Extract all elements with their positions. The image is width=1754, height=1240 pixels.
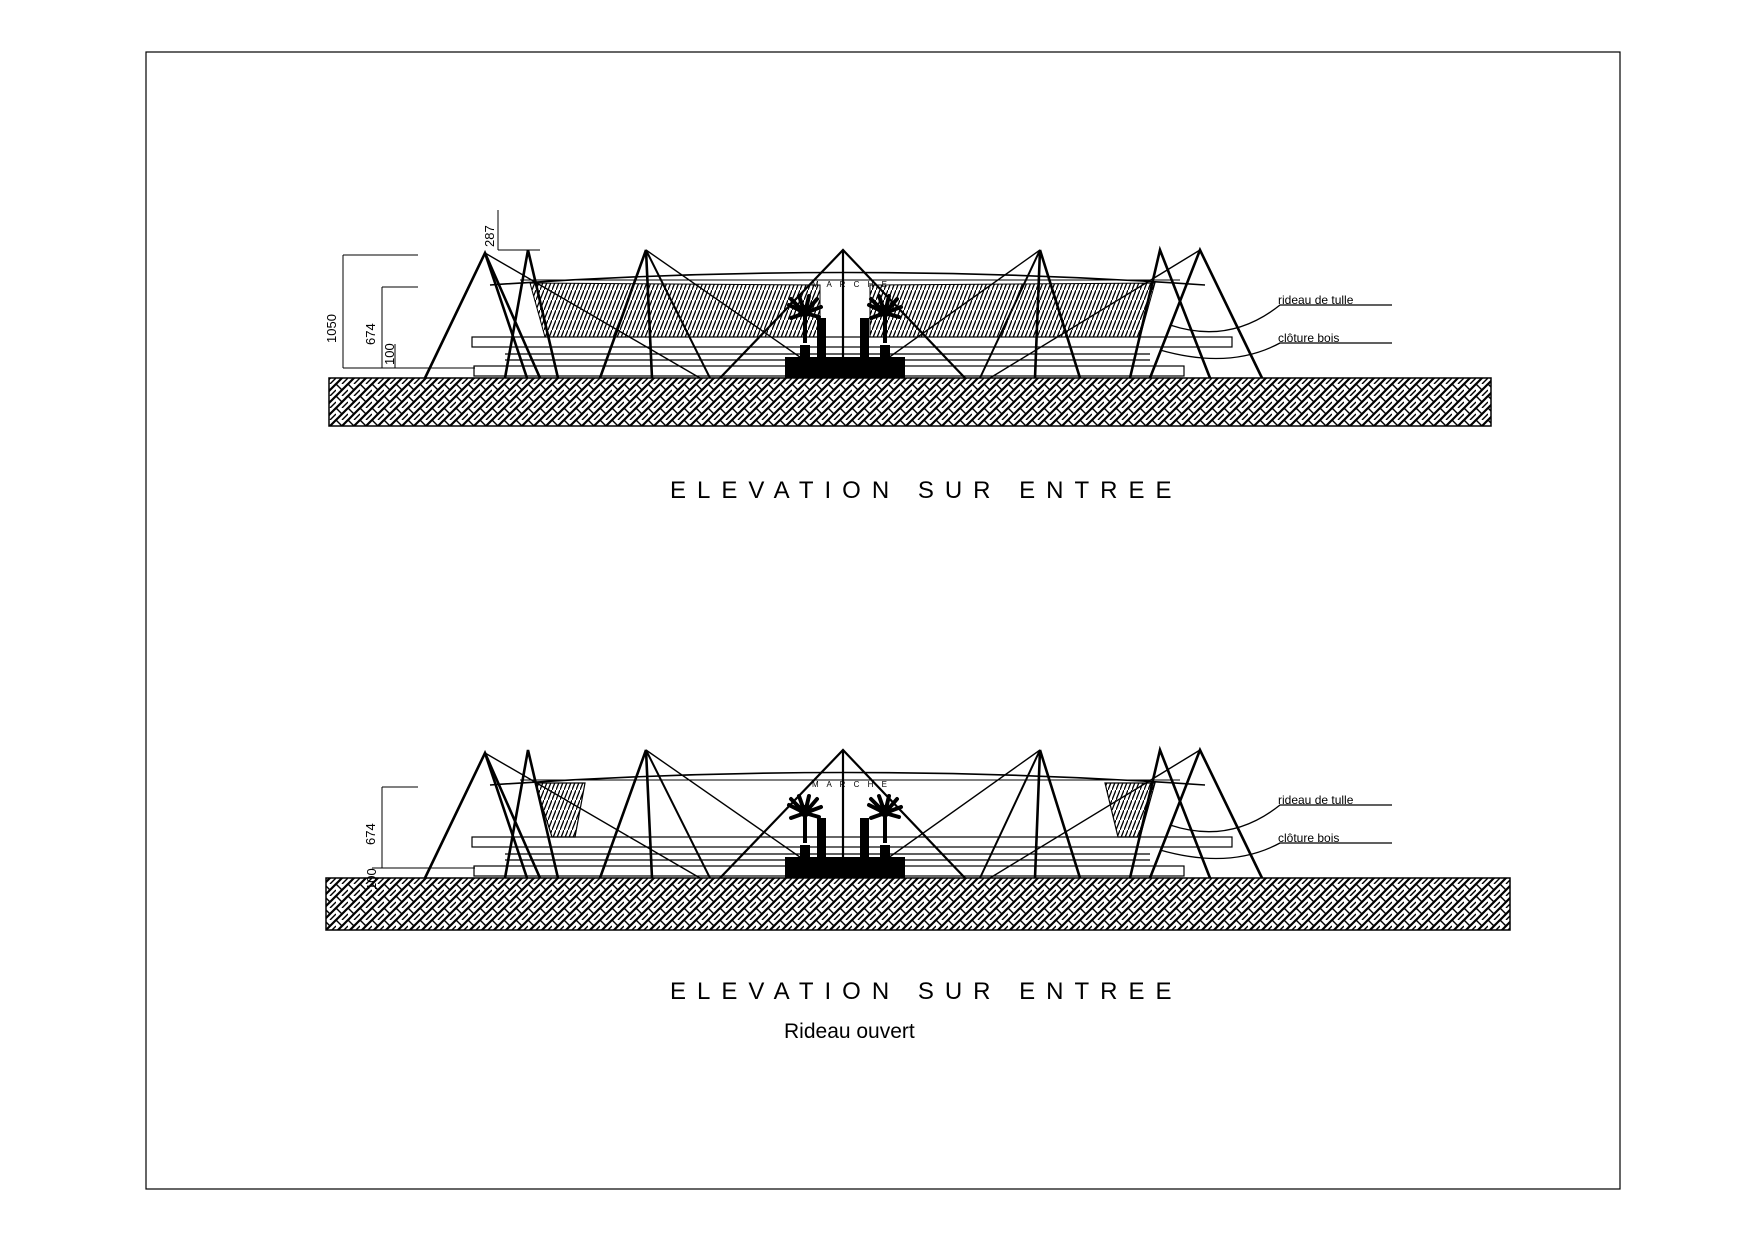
ground-hatch: [328, 377, 1492, 427]
sign-text: M A R C H E: [812, 780, 890, 789]
callout-rideau-de-tulle: rideau de tulle: [1278, 293, 1354, 307]
sign-text: M A R C H E: [812, 280, 890, 289]
tulle-curtain-gathered: [1104, 782, 1156, 838]
dimension-674: 674: [363, 823, 378, 845]
sheet-border: [145, 51, 1621, 1190]
dimension-1050: 1050: [324, 314, 339, 343]
dimension-100: 100: [382, 343, 397, 365]
top-elevation: M A R C H E 1050 674 100 287 rideau de t…: [324, 210, 1492, 504]
elevation-subtitle: Rideau ouvert: [784, 1020, 915, 1043]
ground-hatch: [325, 877, 1511, 931]
entrance-feature: [785, 794, 905, 878]
dimension-100: 100: [364, 868, 379, 890]
callout-cloture-bois: clôture bois: [1278, 831, 1339, 845]
callout-rideau-de-tulle: rideau de tulle: [1278, 793, 1354, 807]
callout-leaders: [1159, 304, 1392, 360]
dimension-lines: [342, 210, 540, 369]
elevation-title: ELEVATION SUR ENTREE: [670, 978, 1183, 1005]
bottom-elevation: M A R C H E 674 100 rideau de tulle clôt…: [325, 748, 1511, 1043]
dimension-287: 287: [482, 225, 497, 247]
entrance-feature: [785, 294, 905, 378]
callout-leaders: [1159, 804, 1392, 860]
callout-cloture-bois: clôture bois: [1278, 331, 1339, 345]
dimension-lines: [372, 786, 475, 869]
elevation-title: ELEVATION SUR ENTREE: [670, 477, 1183, 504]
dimension-674: 674: [363, 323, 378, 345]
